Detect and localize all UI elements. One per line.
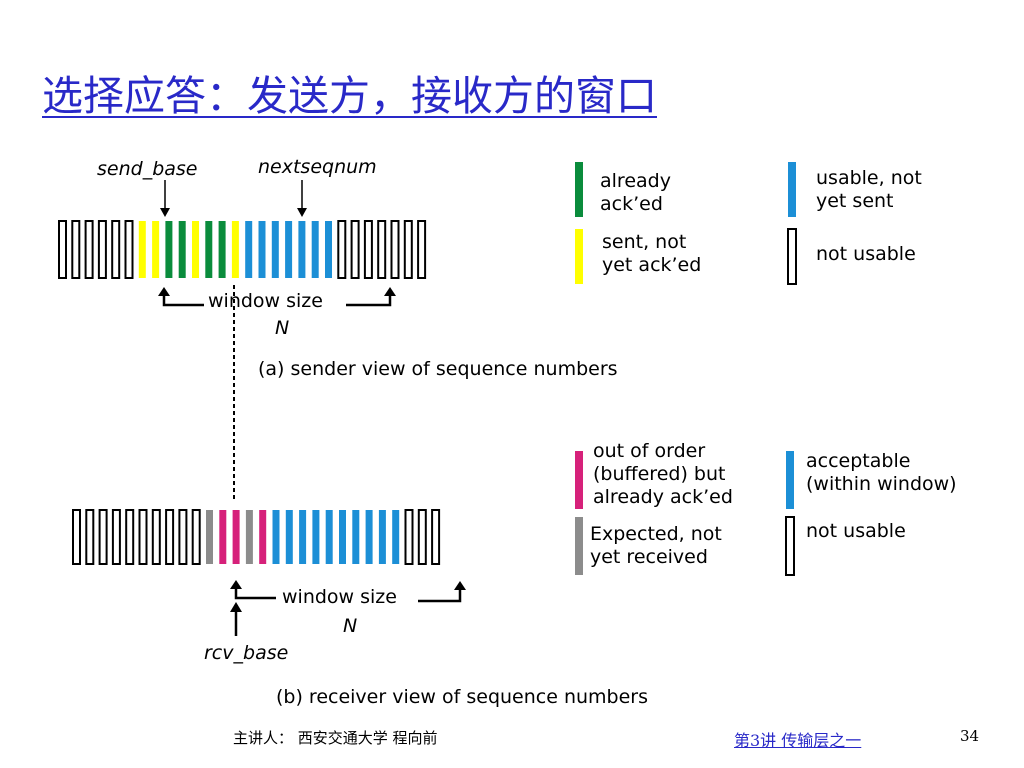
sender-window-n-label: N <box>275 317 289 339</box>
legend-text-not-usable: not usable <box>816 243 916 265</box>
receiver-window-n-label: N <box>343 615 357 637</box>
sender-slot-usable <box>311 221 319 278</box>
receiver-slot-usable <box>285 510 293 564</box>
receiver-sequence-row <box>72 509 441 565</box>
receiver-slot-out-of-order-buffered <box>219 510 227 564</box>
sender-slot-not-usable <box>377 220 387 279</box>
legend-text-already-acked: already ack’ed <box>600 170 677 215</box>
receiver-slot-usable <box>312 510 320 564</box>
legend-text-not-usable-receiver: not usable <box>806 520 906 542</box>
page-number: 34 <box>960 727 980 745</box>
legend-swatch-sent-not-acked <box>575 229 583 284</box>
sender-slot-usable <box>258 221 266 278</box>
sender-slot-sent-not-acked <box>152 221 160 278</box>
sender-slot-usable <box>325 221 332 278</box>
send-base-label: send_base <box>97 158 197 180</box>
sender-slot-not-usable <box>363 220 373 279</box>
sender-slot-usable <box>298 221 306 278</box>
receiver-slot-usable <box>378 510 386 564</box>
sender-slot-not-usable <box>390 220 400 279</box>
receiver-window-size-label: window size <box>282 586 397 608</box>
legend-swatch-not-usable-receiver <box>785 516 795 576</box>
receiver-slot-usable <box>352 510 360 564</box>
footer-presenter: 主讲人： 西安交通大学 程向前 <box>233 729 438 747</box>
legend-swatch-expected <box>575 517 583 575</box>
nextseqnum-label: nextseqnum <box>258 156 377 178</box>
send-base-arrow <box>160 180 170 217</box>
rcv-base-label: rcv_base <box>204 642 288 664</box>
sender-slot-already-acked <box>165 221 173 278</box>
legend-swatch-already-acked <box>575 162 583 217</box>
receiver-window-bracket <box>230 580 466 603</box>
legend-swatch-acceptable <box>786 451 794 509</box>
receiver-slot-not-usable <box>151 509 161 565</box>
legend-text-usable-not-sent: usable, not yet sent <box>816 167 928 212</box>
sender-slot-usable <box>285 221 293 278</box>
sender-slot-not-usable <box>84 220 94 279</box>
sender-slot-not-usable <box>417 220 427 279</box>
footer-lecture-link[interactable]: 第3讲 传输层之一 <box>734 731 862 750</box>
nextseqnum-arrow <box>297 180 307 217</box>
receiver-slot-out-of-order-buffered <box>232 510 240 564</box>
sender-slot-already-acked <box>218 221 226 278</box>
sender-slot-not-usable <box>111 220 121 279</box>
legend-text-out-of-order: out of order (buffered) but already ack’… <box>593 440 733 508</box>
sender-slot-not-usable <box>58 220 67 279</box>
rcv-base-arrow <box>230 602 242 636</box>
receiver-slot-not-usable <box>98 509 108 565</box>
legend-text-acceptable: acceptable (within window) <box>806 450 957 495</box>
legend-swatch-out-of-order <box>575 451 583 509</box>
receiver-slot-not-usable <box>417 509 427 565</box>
receiver-slot-usable <box>392 510 400 564</box>
sender-slot-sent-not-acked <box>138 221 146 278</box>
sender-slot-not-usable <box>350 220 360 279</box>
receiver-slot-expected-not-received <box>206 510 213 564</box>
receiver-slot-usable <box>339 510 346 564</box>
sender-sequence-row <box>58 220 427 279</box>
receiver-slot-not-usable <box>111 509 121 565</box>
receiver-slot-not-usable <box>165 509 175 565</box>
slide-title: 选择应答：发送方，接收方的窗口 <box>42 72 657 120</box>
sender-slot-not-usable <box>337 220 347 279</box>
sender-slot-already-acked <box>178 221 186 278</box>
receiver-slot-not-usable <box>178 509 188 565</box>
legend-text-expected: Expected, not yet received <box>590 523 728 568</box>
legend-text-sent-not-acked: sent, not yet ack’ed <box>602 231 701 276</box>
sender-caption: (a) sender view of sequence numbers <box>258 358 618 380</box>
sender-slot-not-usable <box>97 220 107 279</box>
legend-swatch-not-usable <box>787 228 797 285</box>
receiver-slot-not-usable <box>85 509 95 565</box>
receiver-slot-not-usable <box>125 509 135 565</box>
receiver-slot-out-of-order-buffered <box>259 510 267 564</box>
sender-slot-sent-not-acked <box>192 221 199 278</box>
receiver-slot-not-usable <box>404 509 414 565</box>
receiver-slot-usable <box>325 510 333 564</box>
receiver-slot-not-usable <box>72 509 81 565</box>
sender-slot-usable <box>271 221 279 278</box>
legend-swatch-usable-not-sent <box>788 162 796 217</box>
sender-window-bracket <box>158 287 396 307</box>
receiver-slot-not-usable <box>138 509 148 565</box>
receiver-slot-usable <box>365 510 373 564</box>
sender-slot-usable <box>245 221 253 278</box>
receiver-slot-expected-not-received <box>245 510 253 564</box>
sender-slot-already-acked <box>205 221 213 278</box>
sender-slot-sent-not-acked <box>231 221 239 278</box>
sender-slot-not-usable <box>71 220 81 279</box>
sender-slot-not-usable <box>124 220 134 279</box>
receiver-caption: (b) receiver view of sequence numbers <box>276 686 648 708</box>
receiver-slot-not-usable <box>191 509 201 565</box>
receiver-slot-usable <box>272 510 280 564</box>
receiver-slot-not-usable <box>431 509 441 565</box>
receiver-slot-usable <box>299 510 307 564</box>
sender-window-size-label: window size <box>208 290 323 312</box>
sender-slot-not-usable <box>403 220 413 279</box>
